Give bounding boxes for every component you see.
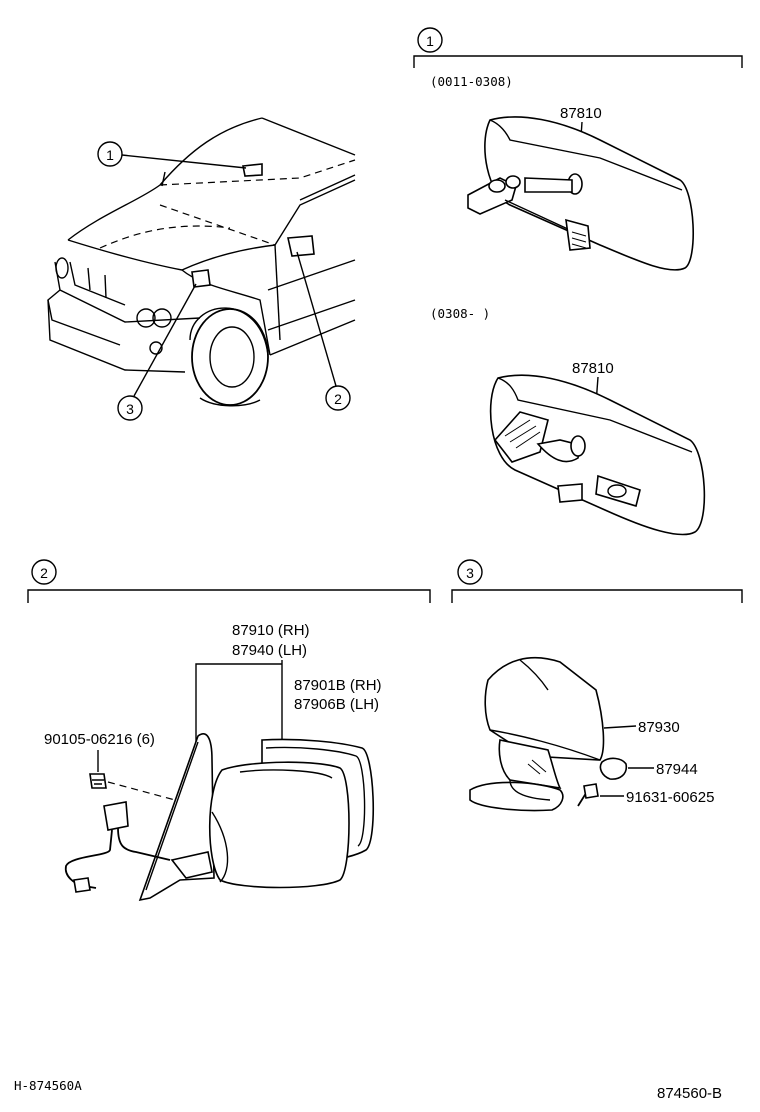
label-87906b-lh: 87906B (LH) [294, 696, 379, 713]
outside-mirror-assembly [138, 733, 374, 902]
screw-91631 [577, 783, 599, 807]
callout-1-overview: 1 [97, 141, 247, 169]
part-87810-b-label: 87810 [572, 360, 614, 377]
label-91631-60625: 91631-60625 [626, 789, 714, 806]
cover-cap-87944 [599, 757, 628, 780]
label-87940-lh: 87940 (LH) [232, 642, 307, 659]
inner-mirror-b [489, 374, 706, 536]
svg-text:1: 1 [426, 33, 434, 49]
range-label-b: (0308- ) [430, 306, 490, 321]
label-87910-rh: 87910 (RH) [232, 622, 310, 639]
section-1-header: 1 [413, 27, 743, 68]
label-screw-90105: 90105-06216 (6) [44, 731, 155, 748]
svg-text:3: 3 [466, 565, 474, 581]
label-87944: 87944 [656, 761, 698, 778]
label-87901b-rh: 87901B (RH) [294, 677, 382, 694]
range-label-a: (0011-0308) [430, 74, 513, 89]
footer-left-code: H-874560A [14, 1078, 82, 1093]
part-87810-a-label: 87810 [560, 105, 602, 122]
fender-mirror-assembly [469, 656, 605, 812]
callout-2-overview: 2 [296, 251, 351, 411]
screw-and-harness [64, 773, 176, 893]
vehicle-overview [47, 117, 356, 407]
section-3-header: 3 [451, 559, 743, 603]
section-2-header: 2 [27, 559, 431, 603]
svg-text:3: 3 [126, 401, 134, 417]
svg-text:2: 2 [334, 391, 342, 407]
svg-text:1: 1 [106, 147, 114, 163]
svg-text:2: 2 [40, 565, 48, 581]
label-87930: 87930 [638, 719, 680, 736]
footer-right-code: 874560-B [657, 1085, 722, 1102]
callout-3-overview: 3 [117, 283, 197, 421]
inner-mirror-a [467, 116, 694, 271]
